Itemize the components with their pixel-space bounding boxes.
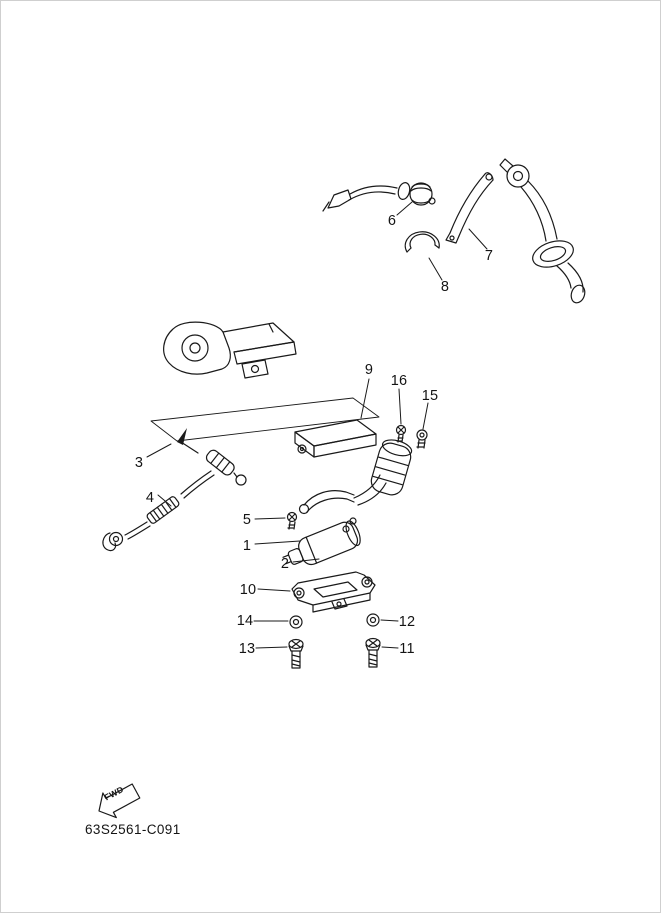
leader-lines <box>146 201 488 649</box>
bracket-plate-part <box>291 571 376 613</box>
callout-7: 7 <box>484 248 494 264</box>
callout-1: 1 <box>242 538 252 554</box>
callout-4: 4 <box>145 490 155 506</box>
screw-5-part <box>286 511 298 530</box>
callout-16: 16 <box>390 373 408 389</box>
screw-15-part <box>416 429 428 449</box>
callout-10: 10 <box>239 582 257 598</box>
callout-8: 8 <box>440 279 450 295</box>
callout-11: 11 <box>399 641 415 657</box>
callout-6: 6 <box>387 213 397 229</box>
bracket-strip-part <box>445 172 494 244</box>
screw-11-part <box>365 637 381 668</box>
callout-9: 9 <box>364 362 374 378</box>
callout-15: 15 <box>421 388 439 404</box>
washer-14-part <box>289 615 303 629</box>
washer-12-part <box>366 613 380 627</box>
callout-3: 3 <box>134 455 144 471</box>
callout-2: 2 <box>280 556 290 572</box>
wire-lead-part <box>322 182 436 212</box>
screw-13-part <box>288 638 304 669</box>
screw-16-part <box>395 424 407 443</box>
lever-arm-part <box>499 158 586 304</box>
handle-bracket-part <box>163 321 297 379</box>
connector-plug-part <box>370 439 413 496</box>
fwd-arrow-icon <box>98 783 141 819</box>
clamp-part <box>404 231 440 253</box>
cable-assembly-part <box>102 428 247 552</box>
spring-part <box>146 496 180 524</box>
callout-12: 12 <box>398 614 416 630</box>
callout-13: 13 <box>238 641 256 657</box>
callout-5: 5 <box>242 512 252 528</box>
panel-outline <box>150 397 380 442</box>
part-code: 63S2561-C091 <box>85 822 181 837</box>
callout-14: 14 <box>236 613 254 629</box>
solenoid-assembly-part <box>282 474 387 566</box>
unit-box-part <box>294 419 377 458</box>
